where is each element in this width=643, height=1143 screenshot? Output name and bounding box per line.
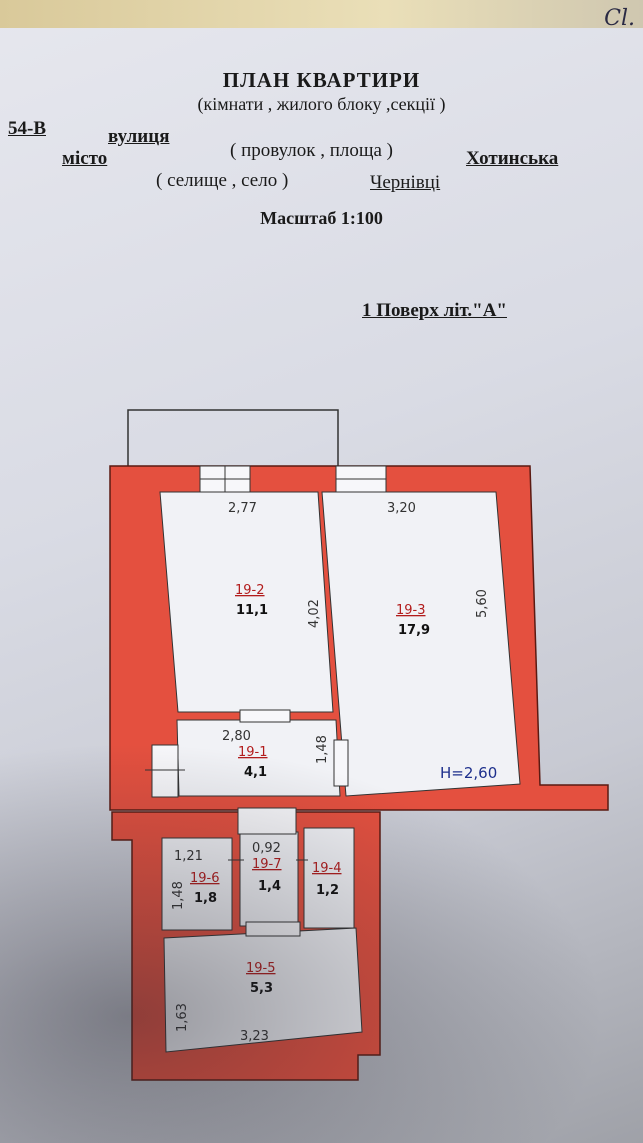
room-id-19-2: 19-2 — [235, 583, 265, 598]
street-hint: ( провулок , площа ) — [230, 140, 393, 161]
dim-280: 2,80 — [222, 729, 251, 744]
room-area-19-3: 17,9 — [398, 623, 430, 638]
dim-148a: 1,48 — [315, 735, 330, 764]
plan-subtitle: (кімнати , жилого блоку ,секції ) — [197, 94, 446, 114]
city-hint: ( селище , село ) — [156, 170, 289, 191]
ceiling-height: H=2,60 — [440, 764, 497, 782]
room-id-19-1: 19-1 — [238, 745, 268, 760]
floor-label: 1 Поверх літ."А" — [362, 300, 507, 321]
door-19-5 — [245, 921, 301, 937]
balcony-outline — [127, 409, 339, 469]
room-id-19-4: 19-4 — [312, 861, 342, 876]
room-id-19-5: 19-5 — [246, 961, 276, 976]
room-area-19-5: 5,3 — [250, 981, 273, 996]
city-name: Чернівці — [370, 172, 441, 193]
dim-121: 1,21 — [174, 849, 203, 864]
door-19-3 — [333, 739, 349, 787]
room-19-4 — [303, 827, 355, 929]
dim-277: 2,77 — [228, 501, 257, 516]
room-id-19-6: 19-6 — [190, 871, 220, 886]
door-19-2 — [239, 709, 291, 723]
dim-148b: 1,48 — [171, 881, 186, 910]
room-19-2 — [159, 491, 334, 713]
scale-label: Масштаб 1:100 — [260, 208, 383, 228]
door-19-1-left — [151, 744, 179, 798]
room-id-19-3: 19-3 — [396, 603, 426, 618]
room-area-19-4: 1,2 — [316, 883, 339, 898]
room-area-19-7: 1,4 — [258, 879, 281, 894]
room-area-19-2: 11,1 — [236, 603, 268, 618]
room-19-6 — [161, 837, 233, 931]
plan-title: ПЛАН КВАРТИРИ — [222, 68, 421, 92]
room-area-19-1: 4,1 — [244, 765, 267, 780]
paper-edge — [0, 0, 643, 28]
handwritten-mark: Cl. — [604, 6, 635, 31]
dim-320: 3,20 — [387, 501, 416, 516]
dim-402: 4,02 — [307, 599, 322, 628]
street-label: вулиця — [108, 126, 170, 147]
door-19-7 — [237, 807, 297, 835]
room-area-19-6: 1,8 — [194, 891, 217, 906]
house-number: 54-В — [8, 118, 46, 139]
city-label: місто — [62, 148, 108, 169]
dim-560: 5,60 — [475, 589, 490, 618]
dim-323: 3,23 — [240, 1029, 269, 1044]
street-name: Хотинська — [466, 148, 559, 169]
room-id-19-7: 19-7 — [252, 857, 282, 872]
room-19-3 — [321, 491, 521, 797]
dim-163: 1,63 — [175, 1003, 190, 1032]
dim-092: 0,92 — [252, 841, 281, 856]
